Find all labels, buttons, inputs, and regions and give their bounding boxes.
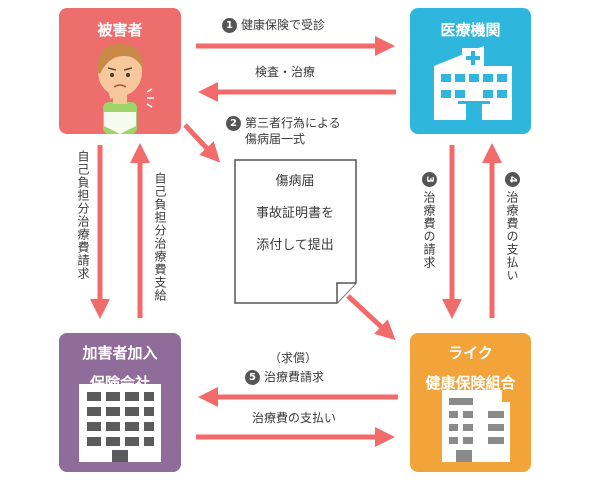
step-3-badge: 3 xyxy=(422,172,437,187)
step-1-badge: 1 xyxy=(222,18,237,33)
document-text: 傷病届 事故証明書を 添付して提出 xyxy=(236,172,354,268)
step-1-text: 健康保険で受診 xyxy=(241,18,326,32)
union-building-icon xyxy=(442,390,510,462)
step-2-badge: 2 xyxy=(226,116,241,131)
step-4-label: 4 治療費の支払い xyxy=(505,172,520,282)
step-2-text-line1: 第三者行為による xyxy=(245,116,341,130)
step-2-text-line2: 傷病届一式 xyxy=(245,132,306,146)
step-4-badge: 4 xyxy=(505,172,520,187)
self-pay-payment-label: 自己負担分治療費支給 xyxy=(153,172,167,302)
document-line-2: 事故証明書を xyxy=(255,206,334,221)
union-payment-label: 治療費の支払い xyxy=(252,411,337,425)
step-4-text: 治療費の支払い xyxy=(505,191,519,282)
exam-treatment-label: 検査・治療 xyxy=(255,65,316,79)
injured-person-icon xyxy=(96,44,154,134)
step-5-prefix: （求償） xyxy=(269,351,318,365)
step-5-label: 5 治療費請求 xyxy=(245,369,324,385)
document-icon xyxy=(234,159,357,304)
arrow-victim-to-document xyxy=(183,123,221,163)
step-1-label: 1 健康保険で受診 xyxy=(222,17,325,33)
document-line-1: 傷病届 xyxy=(275,174,315,189)
step-5-badge: 5 xyxy=(245,370,260,385)
step-5-text: 治療費請求 xyxy=(264,370,325,384)
arrow-document-to-union xyxy=(346,294,396,341)
step-3-label: 3 治療費の請求 xyxy=(422,172,437,269)
insurer-building-icon xyxy=(79,384,161,462)
document-line-3: 添付して提出 xyxy=(256,238,334,253)
step-2-label: 2 第三者行為による xyxy=(226,115,341,131)
step-3-text: 治療費の請求 xyxy=(422,191,436,269)
hospital-building-icon xyxy=(434,46,512,120)
self-pay-claim-label: 自己負担分治療費請求 xyxy=(76,150,90,280)
